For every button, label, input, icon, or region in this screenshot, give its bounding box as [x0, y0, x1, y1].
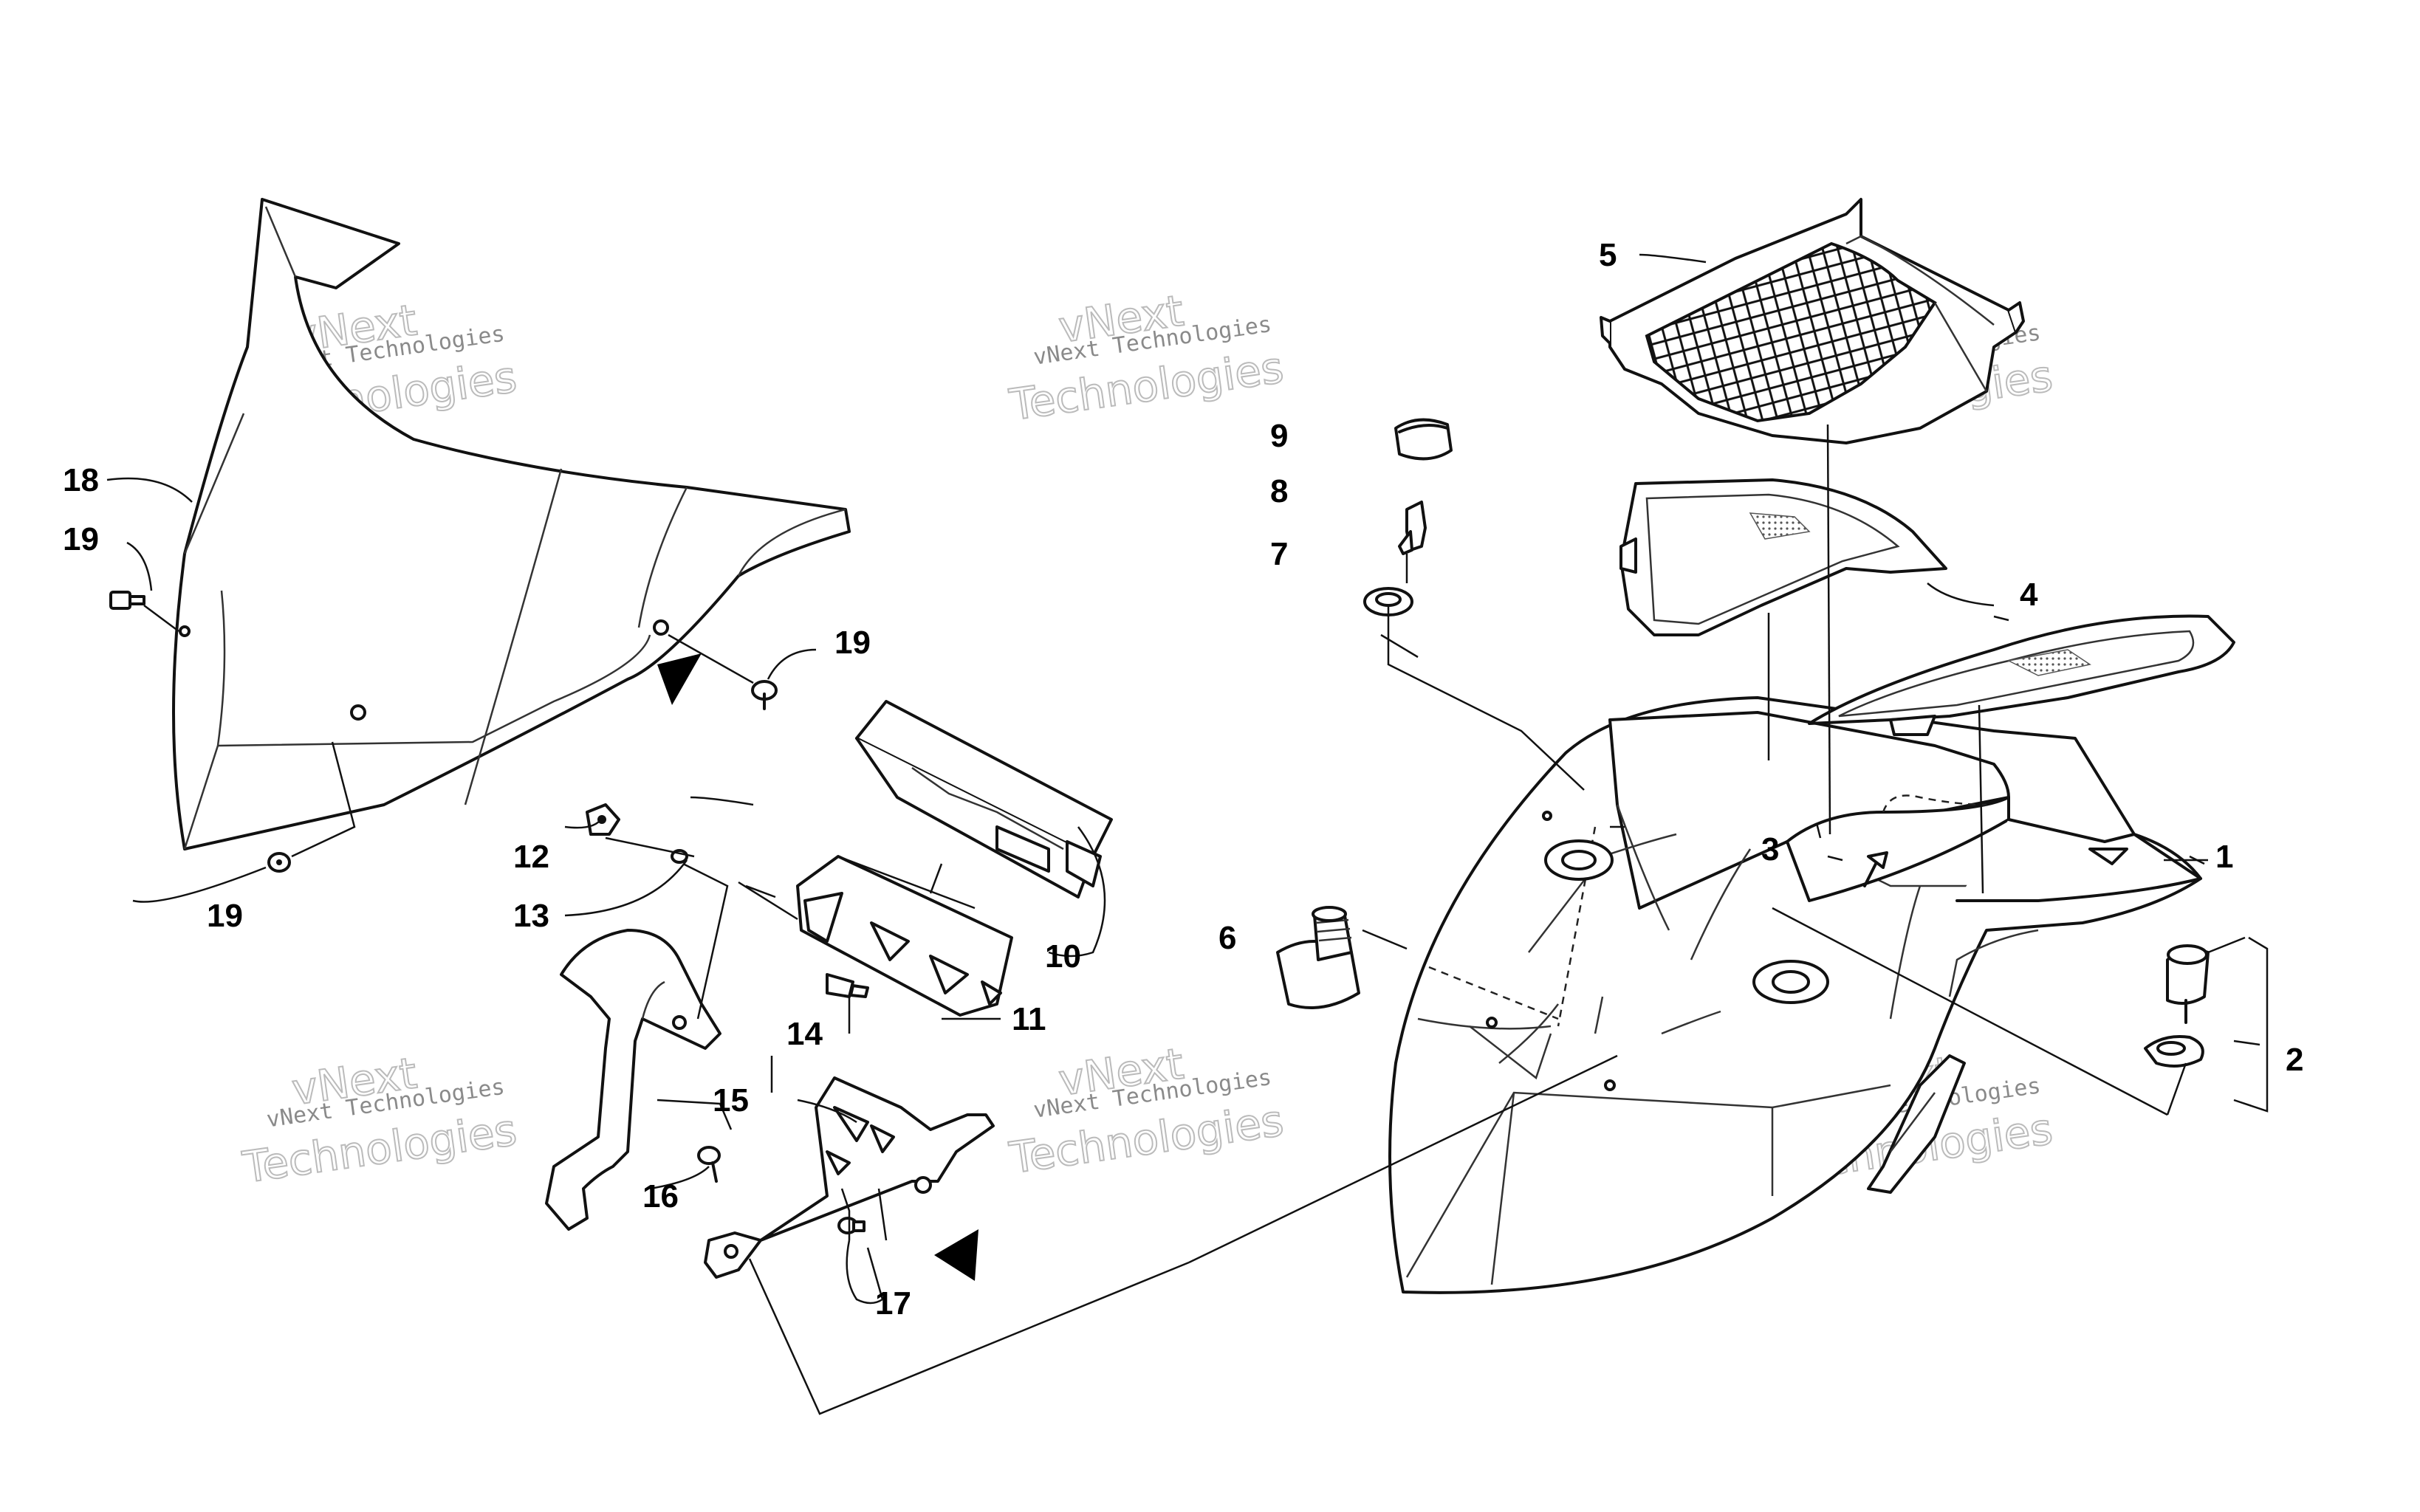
screw-19-left — [109, 591, 145, 610]
nut-17 — [837, 1217, 865, 1234]
lens-upper-part — [1619, 478, 1947, 636]
callout-4: 4 — [2020, 577, 2038, 613]
windshield-part — [172, 198, 851, 850]
callout-13: 13 — [513, 898, 549, 934]
callout-17: 17 — [875, 1285, 911, 1322]
callout-19-left: 19 — [63, 521, 99, 557]
watermark-bottom-center: vNext vNext Technologies Technologies — [1006, 1038, 1287, 1184]
callout-10: 10 — [1045, 938, 1081, 975]
key-cap-9 — [1394, 418, 1453, 461]
left-bracket-part — [545, 929, 721, 1231]
washer-19-bottom — [267, 852, 291, 873]
callout-11: 11 — [1012, 1001, 1046, 1037]
callout-14: 14 — [786, 1016, 823, 1052]
right-bracket-part — [704, 1076, 995, 1279]
callout-19-right: 19 — [834, 625, 871, 661]
vent-grille-part — [1600, 198, 2025, 444]
callout-6: 6 — [1218, 920, 1236, 956]
callout-8: 8 — [1270, 473, 1288, 509]
screw-19-right — [751, 680, 778, 710]
callouts: 1 2 3 4 5 6 7 8 9 10 11 12 13 14 15 16 1… — [63, 237, 2303, 1322]
callout-19-bottom: 19 — [207, 898, 243, 934]
callout-16: 16 — [642, 1178, 679, 1214]
callout-3: 3 — [1761, 831, 1779, 867]
screw-3 — [1863, 851, 1888, 887]
callout-12: 12 — [513, 839, 549, 875]
nut-12 — [586, 803, 620, 836]
leader-lines — [106, 253, 2269, 1415]
callout-15: 15 — [713, 1082, 749, 1118]
lens-lower-part — [1808, 614, 2235, 736]
power-socket-part — [2144, 944, 2210, 1068]
switch-part — [1276, 906, 1360, 1009]
callout-7: 7 — [1270, 536, 1288, 572]
callout-2: 2 — [2286, 1042, 2303, 1078]
callout-18: 18 — [63, 462, 99, 498]
key-bezel-7 — [1363, 587, 1413, 616]
bolt-14 — [826, 973, 869, 998]
ignition-key-8 — [1398, 501, 1427, 555]
watermark-bottom-left: vNext vNext Technologies Technologies — [239, 1047, 520, 1193]
callout-5: 5 — [1599, 237, 1617, 273]
hood-part — [1388, 696, 2202, 1294]
callout-1: 1 — [2215, 839, 2233, 875]
watermark-top-center: vNext vNext Technologies Technologies — [1006, 285, 1287, 431]
gauge-part — [855, 700, 1113, 898]
callout-9: 9 — [1270, 418, 1288, 454]
arrow-marker-icon — [657, 653, 702, 705]
bolt-16 — [697, 1146, 721, 1183]
arrow-marker-icon — [934, 1229, 978, 1281]
